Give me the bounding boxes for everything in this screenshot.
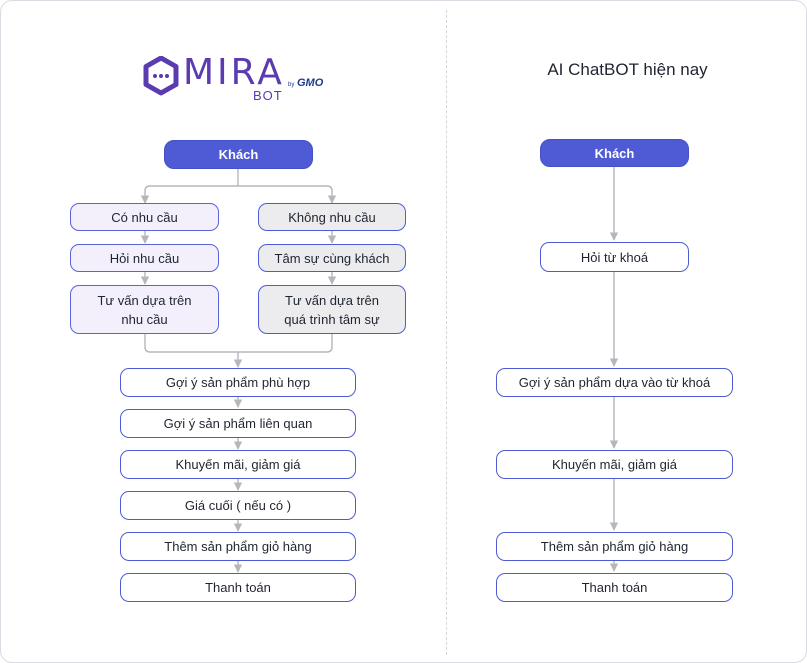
left-step-5: Thêm sản phẩm giỏ hàng [120,532,356,561]
right-start-node: Khách [540,139,689,167]
right-step-2: Gợi ý sản phẩm dựa vào từ khoá [496,368,733,397]
left-step-4: Giá cuối ( nếu có ) [120,491,356,520]
right-column-title: AI ChatBOT hiện nay [547,60,708,79]
left-step-6: Thanh toán [120,573,356,602]
right-step-1: Hỏi từ khoá [540,242,689,272]
right-step-3: Khuyến mãi, giảm giá [496,450,733,479]
no-need-node-1: Không nhu cầu [258,203,406,231]
left-step-1: Gợi ý sản phẩm phù hợp [120,368,356,397]
no-need-node-3: Tư vấn dựa trên quá trình tâm sự [258,285,406,334]
column-divider [446,10,447,655]
need-node-3: Tư vấn dựa trên nhu cầu [70,285,219,334]
left-step-2: Gợi ý sản phẩm liên quan [120,409,356,438]
connector-split-left [140,185,238,204]
connector-split-right [238,185,337,204]
logo-subtitle: BOT [253,88,283,103]
left-step-3: Khuyến mãi, giảm giá [120,450,356,479]
chat-hexagon-icon [143,56,179,96]
logo-wordmark: MIRA [183,52,285,93]
logo-by: by [288,82,295,88]
logo-partner: GMO [297,77,324,89]
need-node-1: Có nhu cầu [70,203,219,231]
right-step-5: Thanh toán [496,573,733,602]
connector-merge-left [144,334,238,353]
need-node-2: Hỏi nhu cầu [70,244,219,272]
mirabot-logo: MIRA BOT by GMO [143,52,338,106]
left-start-node: Khách [164,140,313,169]
connector-merge-right [238,334,333,353]
no-need-node-2: Tâm sự cùng khách [258,244,406,272]
right-step-4: Thêm sản phẩm giỏ hàng [496,532,733,561]
